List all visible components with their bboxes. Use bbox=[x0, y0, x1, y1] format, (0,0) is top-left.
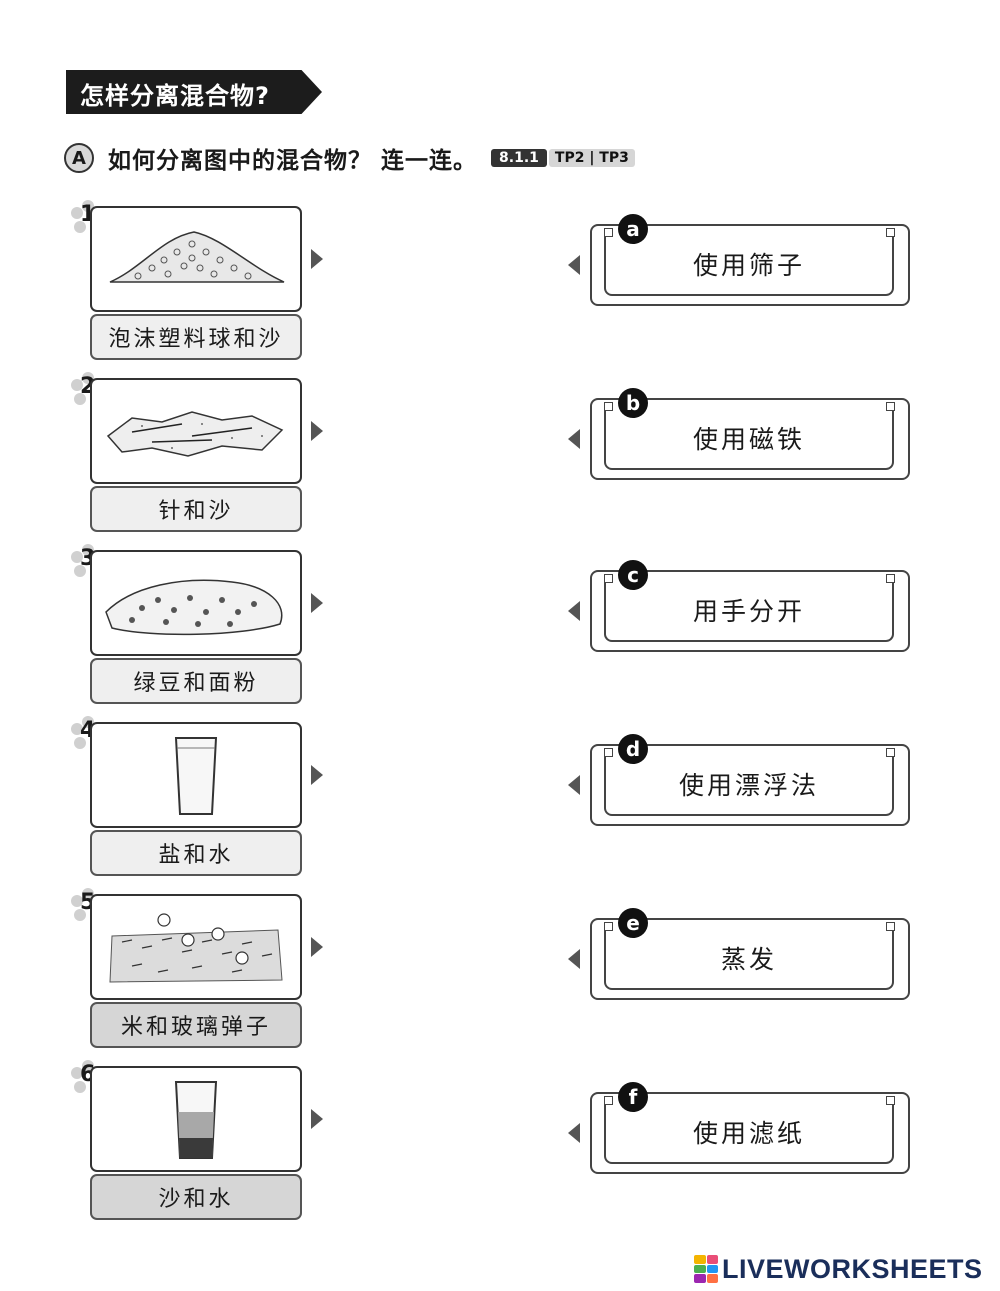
method-inner-frame bbox=[604, 752, 894, 816]
connector-arrow-left[interactable] bbox=[568, 429, 580, 449]
method-inner-frame bbox=[604, 926, 894, 990]
method-label: 使用漂浮法 bbox=[678, 771, 819, 800]
method-inner-frame bbox=[604, 578, 894, 642]
method-letter: c bbox=[618, 560, 648, 590]
method-frame bbox=[590, 570, 910, 652]
mixture-label: 泡沫塑料球和沙 bbox=[90, 314, 302, 360]
method-label: 用手分开 bbox=[692, 597, 805, 626]
method-option-d: d 使用漂浮法 bbox=[568, 734, 914, 832]
glass-of-water-icon bbox=[174, 737, 218, 815]
brand-name: LIVEWORKSHEETS bbox=[722, 1253, 983, 1284]
corner-square bbox=[604, 1096, 613, 1105]
method-label: 蒸发 bbox=[720, 945, 777, 974]
method-option-c: c 用手分开 bbox=[568, 560, 914, 658]
connector-arrow-left[interactable] bbox=[568, 255, 580, 275]
method-letter: d bbox=[618, 734, 648, 764]
mixture-label: 盐和水 bbox=[90, 830, 302, 876]
connector-arrow-right[interactable] bbox=[311, 421, 323, 441]
method-letter: f bbox=[618, 1082, 648, 1112]
connector-arrow-right[interactable] bbox=[311, 593, 323, 613]
question-text: 如何分离图中的混合物？ 连一连。 bbox=[108, 148, 478, 174]
method-frame bbox=[590, 744, 910, 826]
corner-square bbox=[604, 402, 613, 411]
mixture-picture bbox=[90, 1066, 302, 1172]
method-label: 使用磁铁 bbox=[692, 425, 805, 454]
corner-square bbox=[886, 402, 895, 411]
method-option-f: f 使用滤纸 bbox=[568, 1082, 914, 1180]
method-frame bbox=[590, 224, 910, 306]
connector-arrow-left[interactable] bbox=[568, 601, 580, 621]
connector-arrow-left[interactable] bbox=[568, 1123, 580, 1143]
method-frame bbox=[590, 1092, 910, 1174]
method-option-e: e 蒸发 bbox=[568, 908, 914, 1006]
mung-beans-flour-icon bbox=[105, 579, 283, 636]
title-banner bbox=[66, 70, 322, 114]
connector-arrow-left[interactable] bbox=[568, 775, 580, 795]
liveworksheets-brand: LIVEWORKSHEETS bbox=[694, 1252, 983, 1286]
method-letter: b bbox=[618, 388, 648, 418]
method-frame bbox=[590, 398, 910, 480]
corner-square bbox=[604, 574, 613, 583]
corner-square bbox=[886, 1096, 895, 1105]
corner-square bbox=[604, 922, 613, 931]
liveworksheets-logo-icon bbox=[694, 1255, 718, 1283]
badge-code: 8.1.1 bbox=[491, 149, 547, 167]
connector-arrow-right[interactable] bbox=[311, 765, 323, 785]
connector-arrow-right[interactable] bbox=[311, 249, 323, 269]
needles-sand-icon bbox=[106, 411, 284, 457]
corner-square bbox=[604, 228, 613, 237]
method-option-a: a 使用筛子 bbox=[568, 214, 914, 312]
mixture-label: 沙和水 bbox=[90, 1174, 302, 1220]
method-inner-frame bbox=[604, 406, 894, 470]
question-row: A 如何分离图中的混合物？ 连一连。 8.1.1 TP2 | TP3 bbox=[64, 138, 635, 178]
method-option-b: b 使用磁铁 bbox=[568, 388, 914, 486]
question-letter: A bbox=[64, 143, 94, 173]
mixture-label: 绿豆和面粉 bbox=[90, 658, 302, 704]
connector-arrow-left[interactable] bbox=[568, 949, 580, 969]
mixture-label: 针和沙 bbox=[90, 486, 302, 532]
method-frame bbox=[590, 918, 910, 1000]
mixture-label: 米和玻璃弹子 bbox=[90, 1002, 302, 1048]
corner-square bbox=[886, 748, 895, 757]
foam-sand-pile-icon bbox=[109, 231, 285, 283]
standard-badge: 8.1.1 TP2 | TP3 bbox=[491, 147, 635, 169]
method-label: 使用筛子 bbox=[692, 251, 805, 280]
badge-tp: TP2 | TP3 bbox=[548, 149, 635, 167]
connector-arrow-right[interactable] bbox=[311, 937, 323, 957]
mixture-picture bbox=[90, 550, 302, 656]
method-inner-frame bbox=[604, 1100, 894, 1164]
method-label: 使用滤纸 bbox=[692, 1119, 805, 1148]
page-title: 怎样分离混合物? bbox=[80, 82, 270, 110]
mixture-picture bbox=[90, 894, 302, 1000]
corner-square bbox=[886, 574, 895, 583]
corner-square bbox=[604, 748, 613, 757]
connector-arrow-right[interactable] bbox=[311, 1109, 323, 1129]
rice-marbles-icon bbox=[109, 913, 283, 983]
method-letter: e bbox=[618, 908, 648, 938]
mixture-picture bbox=[90, 722, 302, 828]
glass-sand-water-icon bbox=[174, 1081, 218, 1159]
mixture-picture bbox=[90, 378, 302, 484]
method-letter: a bbox=[618, 214, 648, 244]
method-inner-frame bbox=[604, 232, 894, 296]
mixture-picture bbox=[90, 206, 302, 312]
corner-square bbox=[886, 228, 895, 237]
corner-square bbox=[886, 922, 895, 931]
